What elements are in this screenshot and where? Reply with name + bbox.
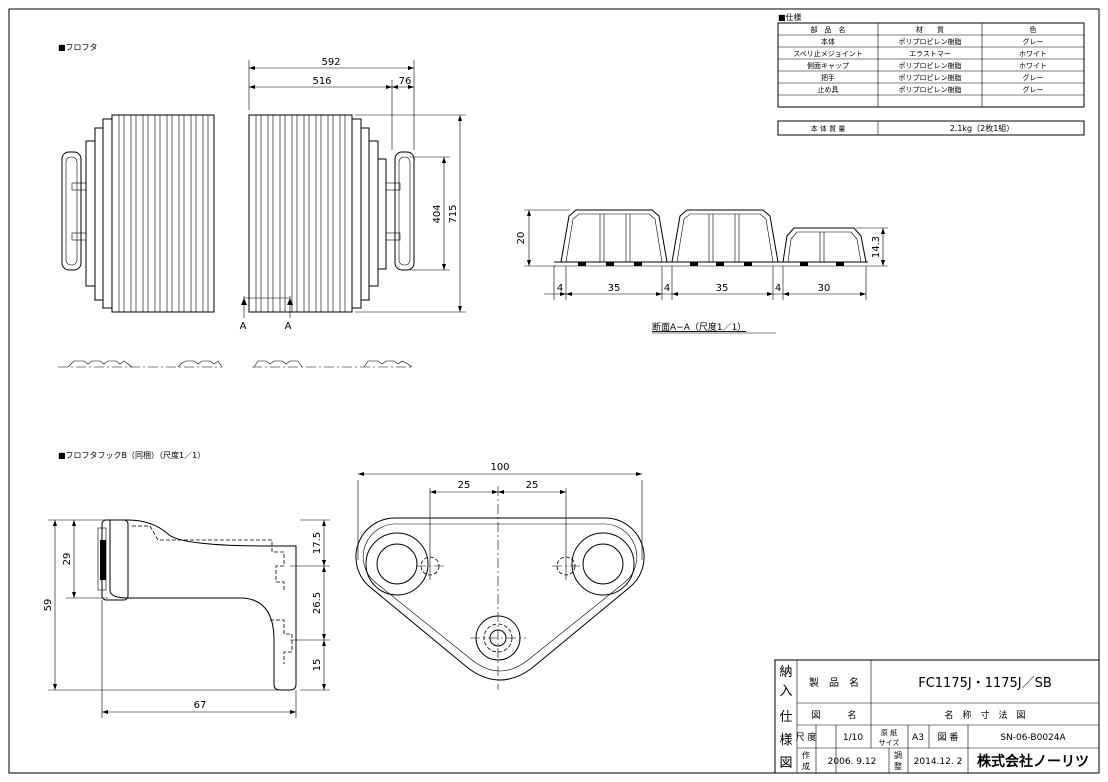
cover-edge-view-right [252,360,414,368]
spec-row-5-part: 止め具 [818,85,839,94]
hook-side-view [97,519,297,691]
cover-panel-right-ribs [255,115,346,312]
adjusted-label-1: 調 [894,750,902,760]
title-side-2: 入 [779,684,792,699]
hook-side-dimensions: 29 59 67 17.5 26.5 15 [43,519,330,718]
spec-row-2-material: エラストマー [909,50,951,58]
spec-row-4-color: グレー [1023,73,1044,82]
number-label: 図 番 [938,731,959,743]
dim-29: 29 [62,553,73,566]
spec-header-color: 色 [1030,25,1037,34]
dim-404: 404 [432,204,443,223]
cover-edge-view-left [58,360,223,368]
dim-25-right: 25 [526,480,539,491]
spec-row-2-color: ホワイト [1019,50,1047,58]
spec-title: ■仕様 [778,12,802,22]
cover-dimensions: 592 516 76 404 715 [248,57,466,313]
section-mark-a-left: A [240,321,247,332]
number-value: SN-06-B0024A [1000,733,1066,743]
company-name: 株式会社ノーリツ [977,753,1089,770]
dim-516: 516 [312,76,331,87]
spec-table: 部 品 名 材 質 色 本体 ポリプロピレン樹脂 グレー スベリ止メジョイント … [777,22,1085,108]
spec-header-part: 部 品 名 [811,25,846,34]
title-side-5: 図 [779,756,792,771]
dim-14-3: 14.3 [871,236,882,258]
title-block: 納 入 仕 様 図 製 品 名 FC1175J・1175J／SB 図 名 名 称… [774,659,1100,774]
dim-25-left: 25 [458,480,471,491]
scale-value: 1/10 [843,733,863,743]
title-side-4: 様 [779,733,792,748]
dim-26-5: 26.5 [312,592,323,614]
cover-section-title: ■フロフタ [58,43,98,52]
dim-715: 715 [448,204,459,223]
product-value: FC1175J・1175J／SB [918,676,1052,691]
section-caption: 断面A−A（尺度1／1） [652,321,746,333]
title-side-3: 仕 [779,710,792,725]
mass-label: 本 体 質 量 [811,124,846,133]
section-cut-marks: A A [240,296,293,332]
spec-row-1-color: グレー [1023,37,1044,46]
spec-row-5-material: ポリプロピレン樹脂 [899,85,962,94]
cover-panel-left-ribs [118,115,209,312]
paper-label-1: 原 紙 [881,728,897,737]
dim-67: 67 [194,700,207,711]
dim-4-c: 4 [775,283,781,294]
dim-4-b: 4 [664,283,670,294]
dim-100: 100 [490,462,509,473]
paper-label-2: サイズ [879,738,900,747]
spec-row-1-part: 本体 [821,37,835,46]
dim-20: 20 [516,232,527,245]
created-label-1: 作 [802,750,810,760]
dim-35-b: 35 [716,283,729,294]
hook-section-title: ■フロフタフックB（同梱）（尺度1／1） [58,450,205,460]
scale-label: 尺 度 [796,731,817,743]
spec-header-material: 材 質 [916,25,944,34]
mass-table: 本 体 質 量 2.1kg（2枚1組） [777,120,1085,136]
dim-30: 30 [818,283,831,294]
spec-row-4-material: ポリプロピレン樹脂 [899,73,962,82]
dim-35-a: 35 [608,283,621,294]
dim-59: 59 [43,599,54,612]
section-aa-profile [554,209,868,267]
spec-row-5-color: グレー [1023,85,1044,94]
dim-592: 592 [321,57,340,68]
dim-17-5: 17.5 [312,532,323,554]
created-value: 2006. 9.12 [828,757,877,767]
spec-row-3-part: 側面キャップ [807,61,849,70]
sheet-border [8,8,1100,774]
hook-plan-view [355,486,645,690]
dim-4-a: 4 [557,283,563,294]
spec-row-4-part: 把手 [821,73,835,82]
paper-value: A3 [912,733,924,743]
cover-panel-left [61,114,215,313]
spec-row-2-part: スベリ止メジョイント [793,49,863,58]
mass-value: 2.1kg（2枚1組） [950,123,1015,133]
section-aa-dimensions: 20 14.3 4 35 4 35 4 30 [516,209,888,300]
dim-76: 76 [399,76,412,87]
section-mark-a-right: A [285,321,292,332]
spec-row-3-color: ホワイト [1019,62,1047,70]
created-label-2: 成 [802,761,810,771]
drawing-label: 図 名 [811,709,856,721]
product-label: 製 品 名 [809,676,859,689]
hook-plan-dimensions: 100 25 25 [357,462,643,560]
cover-panel-right [248,114,415,313]
spec-row-3-material: ポリプロピレン樹脂 [899,61,962,70]
title-side-1: 納 [779,665,792,680]
spec-row-1-material: ポリプロピレン樹脂 [899,37,962,46]
adjusted-value: 2014.12. 2 [914,757,963,767]
dim-15: 15 [312,659,323,672]
adjusted-label-2: 整 [894,761,902,771]
drawing-value: 名 称 寸 法 図 [944,709,1025,721]
